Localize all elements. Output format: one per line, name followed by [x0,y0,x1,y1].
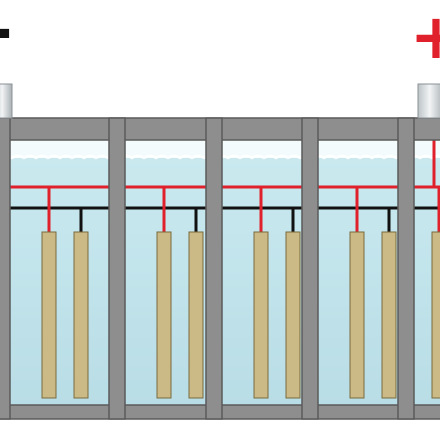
cell-4 [349,231,397,399]
cell-5 [431,231,440,399]
electrode-plate [188,231,204,399]
cell-3 [253,231,301,399]
electrode-plate [73,231,89,399]
terminals [0,83,440,119]
electrode-plate [156,231,172,399]
bottom-margin [0,424,440,440]
cell-divider [397,117,415,420]
negative-terminal-symbol: - [0,0,13,68]
electrode-plate [431,231,440,399]
cell-divider [301,117,319,420]
positive-terminal-symbol: + [410,0,440,73]
cell-2 [156,231,204,399]
electrode-plates [41,231,440,399]
electrode-plate [253,231,269,399]
cell-divider [205,117,223,420]
cell-divider [0,117,11,420]
electrode-plate [381,231,397,399]
bus-bars [10,140,440,232]
battery-casing [0,117,440,440]
electrode-plate [349,231,365,399]
cell-1 [41,231,89,399]
negative-terminal-post [0,83,13,119]
electrode-plate [285,231,301,399]
positive-terminal-post [417,83,440,119]
cell-divider [108,117,126,420]
electrode-plate [41,231,57,399]
